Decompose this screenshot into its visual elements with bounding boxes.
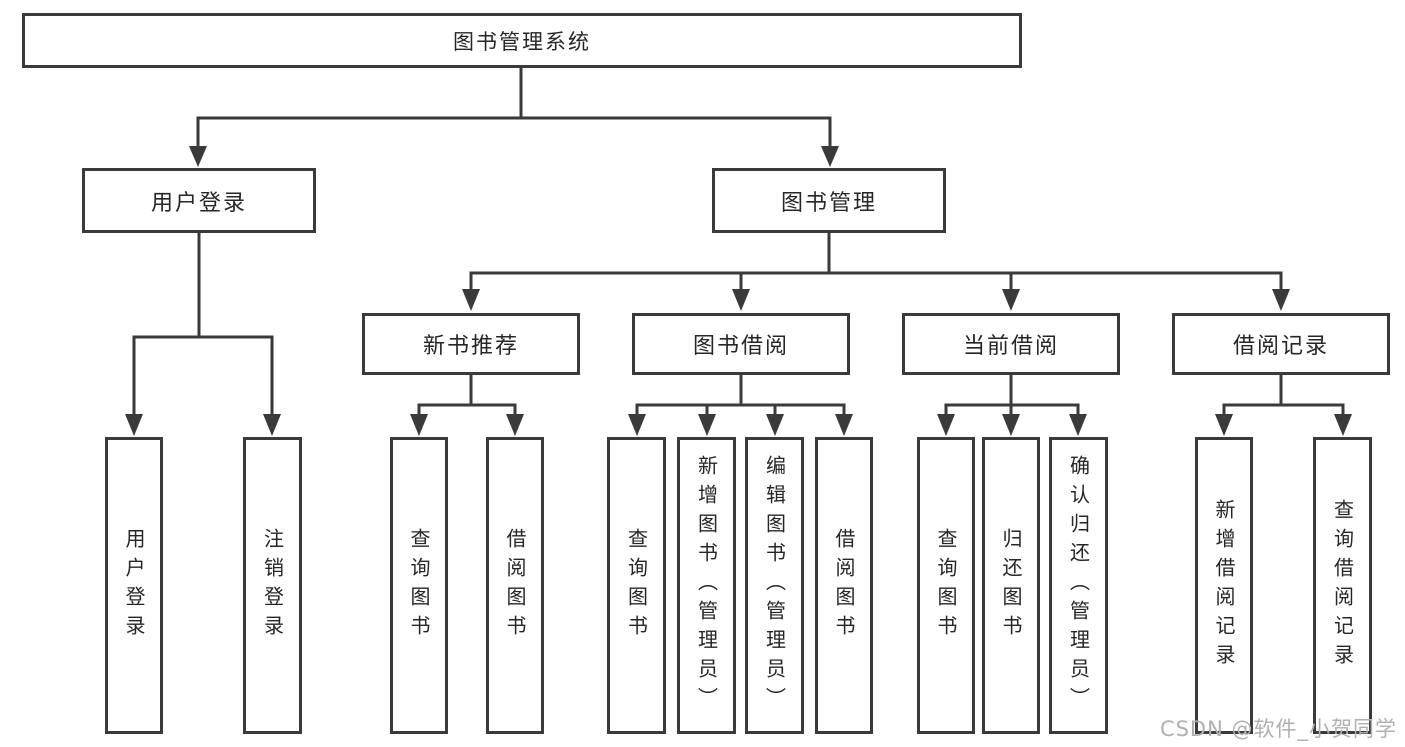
arrow-down-icon — [1334, 414, 1352, 436]
branch-root — [189, 68, 839, 167]
arrow-down-icon — [263, 414, 281, 436]
leaf-confirm-return-admin: 确认归还（管理员） — [1049, 437, 1108, 734]
arrow-down-icon — [835, 414, 853, 436]
branch-user-login — [125, 233, 281, 436]
arrow-down-icon — [410, 414, 428, 436]
node-new-book-recommend: 新书推荐 — [362, 313, 580, 375]
branch-current-borrow — [937, 375, 1087, 436]
leaf-add-borrow-record: 新增借阅记录 — [1195, 437, 1253, 734]
arrow-down-icon — [1215, 414, 1233, 436]
arrow-down-icon — [821, 146, 839, 167]
arrow-down-icon — [462, 289, 480, 311]
node-current-borrow: 当前借阅 — [902, 313, 1120, 375]
arrow-down-icon — [698, 414, 716, 436]
leaf-logout: 注销登录 — [243, 437, 302, 734]
branch-new-book — [410, 375, 524, 436]
leaf-user-login: 用户登录 — [105, 437, 163, 734]
arrow-down-icon — [937, 414, 955, 436]
node-root-system: 图书管理系统 — [22, 13, 1022, 68]
arrow-down-icon — [189, 146, 207, 167]
arrow-down-icon — [766, 414, 784, 436]
leaf-add-books-admin: 新增图书（管理员） — [677, 437, 736, 734]
leaf-query-books: 查询图书 — [917, 437, 975, 734]
arrow-down-icon — [732, 289, 750, 311]
branch-book-mgmt — [462, 233, 1290, 311]
leaf-return-books: 归还图书 — [982, 437, 1040, 734]
arrow-down-icon — [1069, 414, 1087, 436]
arrow-down-icon — [506, 414, 524, 436]
arrow-down-icon — [1002, 289, 1020, 311]
node-book-management: 图书管理 — [712, 168, 946, 233]
leaf-query-borrow-record: 查询借阅记录 — [1313, 437, 1372, 734]
leaf-borrow-books: 借阅图书 — [815, 437, 873, 734]
leaf-borrow-books: 借阅图书 — [486, 437, 544, 734]
branch-borrow-record — [1215, 375, 1352, 436]
arrow-down-icon — [1272, 289, 1290, 311]
leaf-edit-books-admin: 编辑图书（管理员） — [745, 437, 804, 734]
arrow-down-icon — [1002, 414, 1020, 436]
csdn-watermark: CSDN @软件_小贺同学 — [1159, 717, 1397, 741]
branch-book-borrow — [628, 375, 853, 436]
leaf-query-books: 查询图书 — [607, 437, 666, 734]
arrow-down-icon — [125, 414, 143, 436]
node-book-borrow: 图书借阅 — [632, 313, 850, 375]
node-borrow-record: 借阅记录 — [1172, 313, 1390, 375]
node-user-login: 用户登录 — [82, 168, 316, 233]
leaf-query-books: 查询图书 — [390, 437, 448, 734]
arrow-down-icon — [628, 414, 646, 436]
